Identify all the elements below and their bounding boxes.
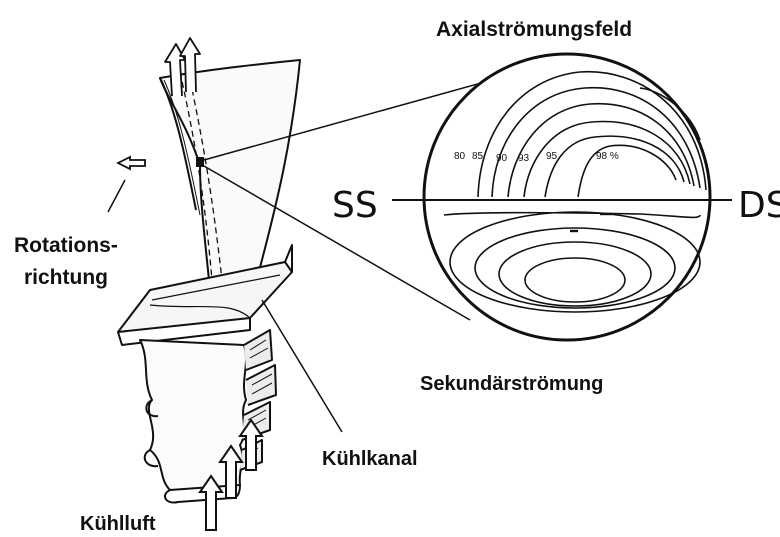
secondary-flow-title: Sekundärströmung — [420, 373, 603, 395]
ss-label: SS — [332, 185, 378, 226]
section-circle — [392, 54, 732, 340]
contour-label: 85 — [472, 151, 484, 162]
contour-label: 90 — [496, 153, 508, 164]
contour-label: 95 — [546, 151, 558, 162]
section-marker — [196, 157, 204, 167]
rotation-arrow — [108, 157, 145, 212]
cooling-air-label: Kühlluft — [80, 513, 156, 535]
rotation-label-line2: richtung — [24, 266, 108, 289]
blade-platform — [118, 262, 292, 332]
axial-flow-title: Axialströmungsfeld — [436, 18, 632, 41]
contour-label: 80 — [454, 151, 466, 162]
contour-label: 93 — [518, 153, 530, 164]
turbine-blade — [118, 38, 300, 503]
contour-label: 98 % — [596, 151, 619, 162]
cooling-channel-label: Kühlkanal — [322, 448, 418, 470]
rotation-label-line1: Rotations- — [14, 234, 118, 257]
ds-label: DS — [738, 185, 780, 226]
